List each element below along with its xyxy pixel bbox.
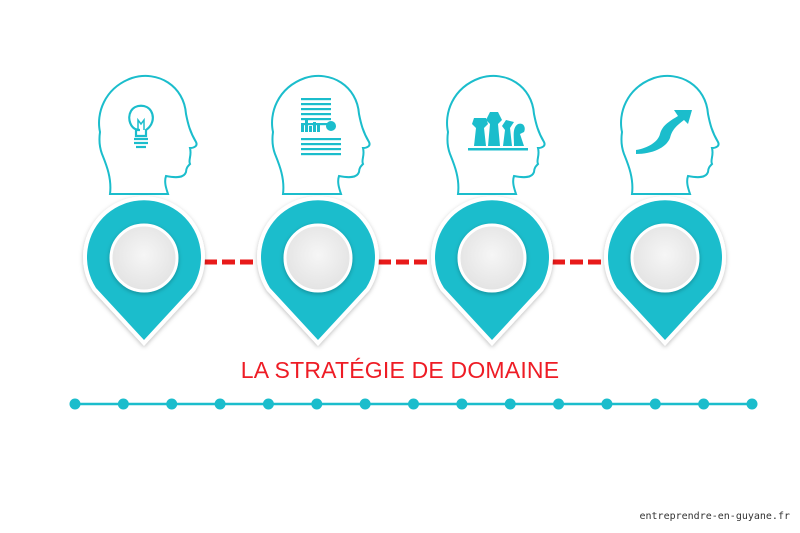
timeline-dot [601,398,613,410]
location-pin-3 [431,196,553,346]
timeline-dot [649,398,661,410]
timeline-dot [553,398,565,410]
diagram-title: LA STRATÉGIE DE DOMAINE [240,357,560,383]
timeline-dot [504,398,516,410]
watermark: entreprendre-en-guyane.fr [639,511,790,522]
timeline-dot [311,398,323,410]
head-1 [98,74,198,195]
document-chart-icon [301,98,341,156]
head-4 [620,74,720,195]
timeline-dot [214,398,226,410]
location-pin-1 [83,196,205,346]
location-pin-4 [604,196,726,346]
head-3 [446,74,546,195]
location-pin-2 [257,196,379,346]
timeline-dot [359,398,371,410]
timeline-dot [408,398,419,410]
chess-pieces-icon [468,112,528,151]
timeline-dot [262,398,274,410]
timeline-dot [456,398,468,410]
timeline-dot [698,398,710,410]
head-2 [271,74,371,195]
lightbulb-icon [128,104,154,149]
timeline-dot [746,398,758,410]
timeline-dot [69,398,81,410]
timeline-dot [117,398,129,410]
timeline-dot [166,398,178,410]
growth-arrow-icon [636,110,692,154]
